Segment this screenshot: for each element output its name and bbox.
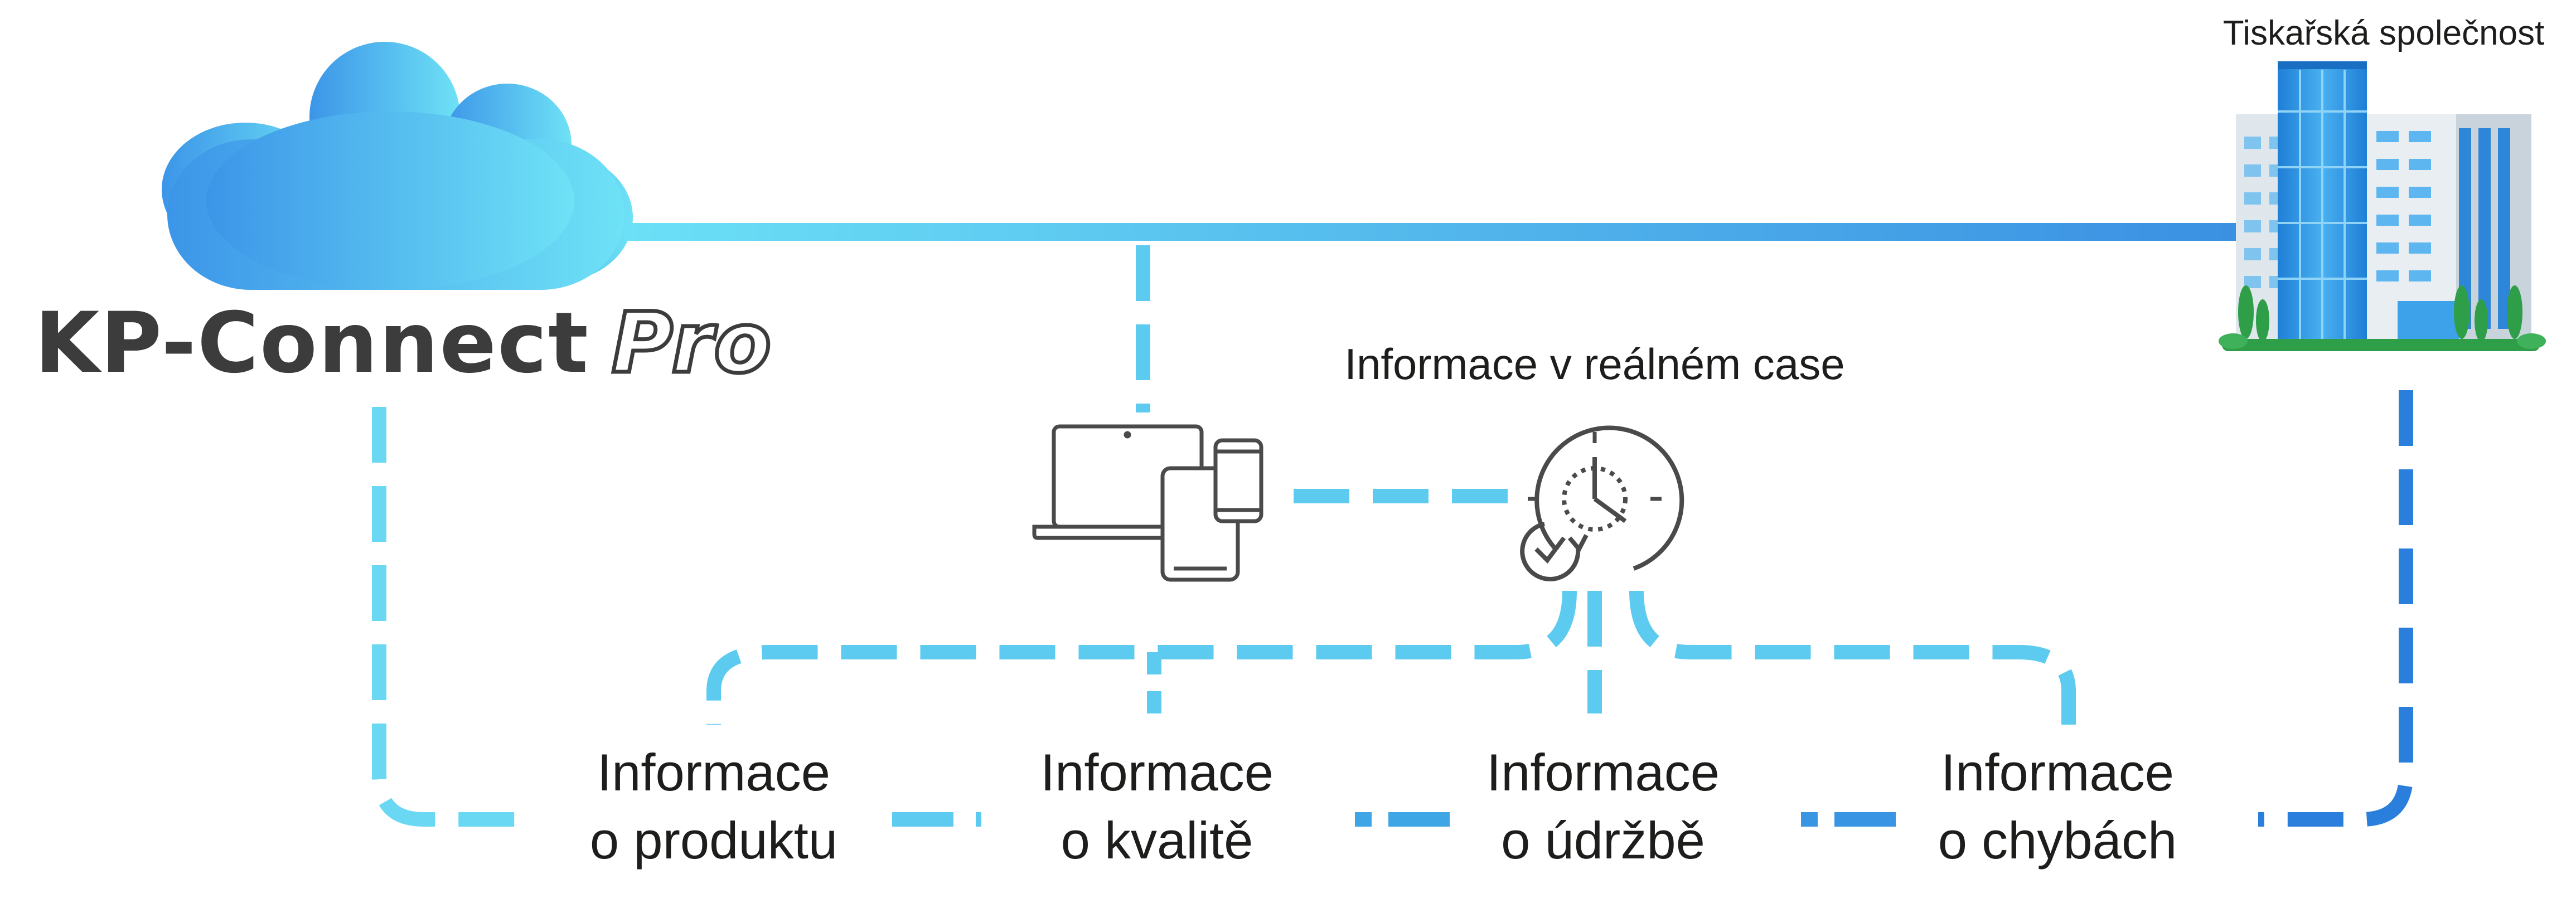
realtime-label: Informace v reálném case: [1344, 339, 1844, 389]
cloud-to-company-link: [624, 223, 2253, 241]
info-item-quality: Informace o kvalitě: [1040, 743, 1274, 870]
info-item-line1: Informace: [1941, 743, 2174, 802]
clock-to-left-branch: [706, 590, 1577, 725]
info-item-maintenance: Informace o údržbě: [1486, 743, 1720, 870]
info-item-product: Informace o produktu: [590, 743, 837, 870]
company-to-errors-link: [2258, 390, 2413, 827]
info-item-line1: Informace: [597, 743, 830, 802]
company-label: Tiskařská společnost: [2223, 14, 2545, 52]
logo-to-product-link: [372, 407, 524, 827]
info-item-line2: o údržbě: [1501, 811, 1705, 870]
connectors: [372, 245, 2413, 827]
info-item-line1: Informace: [1486, 743, 1720, 802]
brand-suffix: Pro: [612, 295, 772, 392]
cloud-icon: [162, 42, 633, 290]
clock-to-errors-link: [1629, 590, 2076, 725]
info-item-line2: o kvalitě: [1061, 811, 1253, 870]
realtime-clock-icon: [1520, 425, 1684, 581]
office-building-icon: [2219, 61, 2546, 351]
info-item-line2: o chybách: [1938, 811, 2177, 870]
info-item-line2: o produktu: [590, 811, 837, 870]
info-item-errors: Informace o chybách: [1938, 743, 2177, 870]
devices-icon: [1032, 424, 1263, 582]
info-item-line1: Informace: [1040, 743, 1274, 802]
brand-name: KP-Connect: [35, 295, 589, 392]
